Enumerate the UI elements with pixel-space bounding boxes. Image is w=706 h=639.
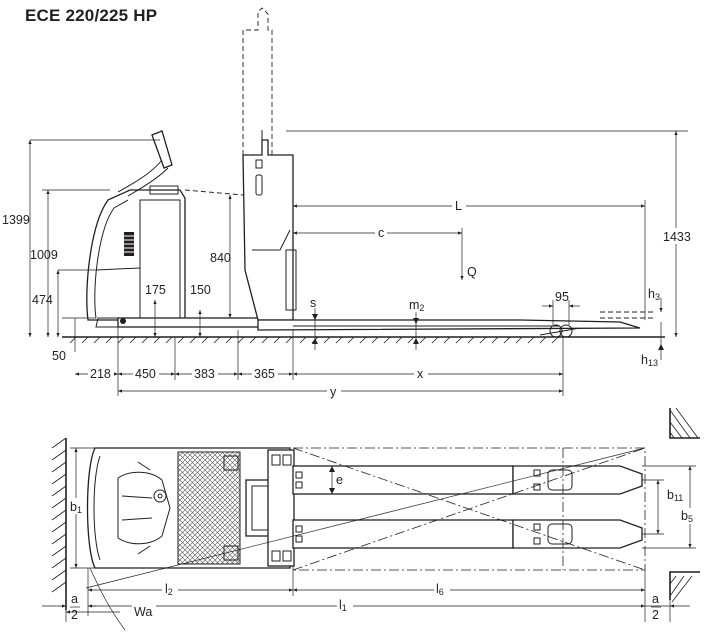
dim-Wa: Wa	[134, 605, 152, 619]
dim-2-left: 2	[71, 608, 78, 622]
pallet-outline	[293, 447, 646, 571]
fork-lower	[292, 519, 514, 549]
dim-1433: 1433	[663, 230, 691, 244]
drive-wheel	[120, 318, 126, 324]
side-view: 1399 1009 474 50 175 150 840 L c Q 1433 …	[2, 7, 691, 400]
tiller-head	[151, 130, 173, 169]
dim-b11: b11	[667, 488, 683, 503]
dim-383: 383	[194, 367, 215, 381]
dim-e: e	[336, 473, 343, 487]
dim-450: 450	[135, 367, 156, 381]
dim-218: 218	[90, 367, 111, 381]
dim-1399: 1399	[2, 213, 30, 227]
load-wheel-top-2	[547, 523, 573, 545]
ground-hatch	[69, 336, 559, 344]
fork-upper	[292, 465, 514, 495]
raised-mast-outline	[242, 7, 273, 155]
dim-l6: l6	[436, 582, 444, 597]
dim-l1: l1	[339, 598, 347, 613]
dim-h3: h3	[648, 287, 660, 302]
wall-right-top	[669, 408, 700, 439]
vent-grille	[124, 232, 134, 256]
forks	[257, 319, 641, 331]
platform-mat	[177, 451, 241, 565]
dim-L: L	[455, 199, 462, 213]
dim-m2: m2	[409, 298, 424, 313]
dim-150: 150	[190, 283, 211, 297]
dim-2-right: 2	[652, 608, 659, 622]
turn-line	[85, 447, 646, 589]
dim-x: x	[417, 367, 424, 381]
diagram-title: ECE 220/225 HP	[25, 6, 158, 25]
dim-c: c	[378, 226, 384, 240]
raised-fork-tip	[600, 311, 655, 319]
load-Q: Q	[467, 265, 477, 279]
dim-l2: l2	[165, 582, 173, 597]
truck-side	[86, 7, 655, 338]
dim-a-left: a	[71, 592, 78, 606]
load-wheel-top-1	[547, 469, 573, 491]
dim-365: 365	[254, 367, 275, 381]
dim-840: 840	[210, 251, 231, 265]
dim-474: 474	[32, 293, 53, 307]
top-view: b1 e b11 b5 l2 l6 l1 a 2	[42, 407, 700, 631]
dim-95: 95	[555, 290, 569, 304]
dim-175: 175	[145, 283, 166, 297]
dim-1009: 1009	[30, 248, 58, 262]
dim-y: y	[330, 385, 337, 399]
dim-a-right: a	[652, 592, 659, 606]
dim-h13: h13	[641, 353, 658, 368]
wall-right-bottom	[669, 571, 700, 600]
dim-s: s	[310, 296, 316, 310]
tiller-top	[117, 471, 171, 545]
turning-arc	[89, 567, 126, 631]
dim-b5: b5	[681, 509, 693, 524]
dim-50: 50	[52, 349, 66, 363]
dim-b1: b1	[70, 500, 82, 515]
